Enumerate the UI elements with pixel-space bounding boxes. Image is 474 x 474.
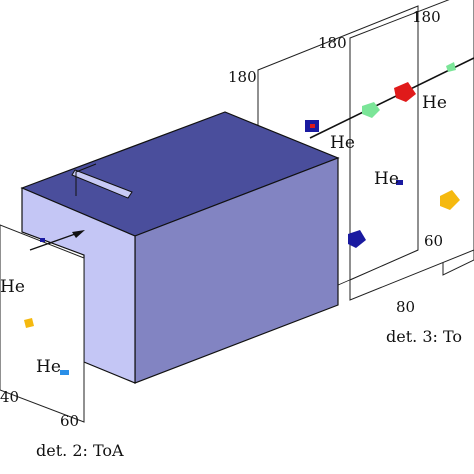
- spots: [24, 62, 460, 375]
- caption-det3: det. 3: To: [386, 327, 462, 346]
- tick-60-right: 60: [424, 232, 443, 250]
- he-label-4: He: [0, 277, 25, 297]
- beam-arrow: [29, 230, 85, 251]
- captions: det. 2: ToA det. 3: To: [36, 327, 462, 460]
- tick-40-left: 40: [0, 388, 19, 406]
- he-label-5: He: [36, 357, 61, 377]
- spot-light-blue-1: [60, 370, 69, 375]
- target-box: [20, 111, 340, 384]
- spot-orange-1: [440, 190, 460, 210]
- caption-det2: det. 2: ToA: [36, 441, 124, 460]
- tick-80: 80: [396, 298, 415, 316]
- spot-orange-2: [24, 318, 34, 328]
- spot-green-1: [362, 102, 380, 118]
- tick-60-left: 60: [60, 412, 79, 430]
- spot-dark-blue-2: [348, 230, 366, 248]
- detector-plane-2: [257, 5, 419, 321]
- spot-dark-blue-3: [396, 180, 403, 185]
- tick-180-c: 180: [228, 68, 257, 86]
- tick-180-b: 180: [318, 34, 347, 52]
- spot-red-1: [394, 82, 416, 102]
- he-label-2: He: [330, 133, 355, 153]
- spot-green-2: [446, 62, 456, 72]
- tick-180-a: 180: [412, 8, 441, 26]
- axis-and-ion-labels: 180 180 180 60 80 40 60 He He He He He: [0, 8, 447, 430]
- box-slot: [71, 169, 133, 199]
- he-label-1: He: [422, 93, 447, 113]
- he-label-3: He: [374, 169, 399, 189]
